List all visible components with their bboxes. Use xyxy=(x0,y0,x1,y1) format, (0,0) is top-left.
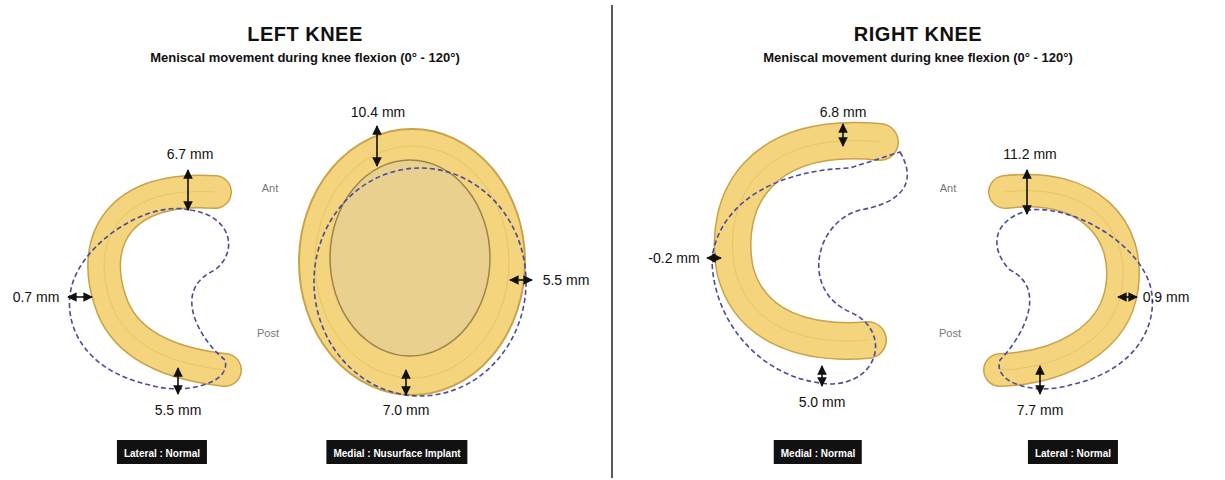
tag-text: Lateral : Normal xyxy=(1035,448,1111,459)
dimension-label: 10.4 mm xyxy=(351,104,405,120)
panel-divider xyxy=(611,5,613,478)
region-tag: Medial : Nusurface Implant xyxy=(326,440,467,464)
dimension-label: 5.5 mm xyxy=(155,402,202,418)
dimension-label: 5.0 mm xyxy=(799,394,846,410)
dimension-label: 7.0 mm xyxy=(383,402,430,418)
panel-subtitle: Meniscal movement during knee flexion (0… xyxy=(763,50,1072,65)
dimension-label: 11.2 mm xyxy=(1003,146,1056,162)
nusurface-implant xyxy=(299,129,525,395)
direction-label: Ant xyxy=(262,182,279,194)
dimension-label: -0.2 mm xyxy=(648,250,699,266)
direction-label: Ant xyxy=(940,182,957,194)
right-medial-meniscus xyxy=(733,141,880,341)
dimension-label: 0.9 mm xyxy=(1143,289,1190,305)
direction-label: Post xyxy=(939,327,961,339)
dimension-label: 5.5 mm xyxy=(543,272,590,288)
region-tag: Lateral : Normal xyxy=(1028,440,1118,464)
dimension-label: 6.8 mm xyxy=(820,104,867,120)
right-lateral-meniscus xyxy=(1000,191,1123,370)
panel-title: LEFT KNEE xyxy=(247,23,363,46)
panel-subtitle: Meniscal movement during knee flexion (0… xyxy=(150,50,459,65)
flexed-outline xyxy=(997,210,1153,389)
region-tag: Lateral : Normal xyxy=(117,440,207,464)
panel-title: RIGHT KNEE xyxy=(854,23,982,46)
dimension-arrows xyxy=(68,124,1137,395)
dimension-label: 0.7 mm xyxy=(13,289,60,305)
flexed-outline xyxy=(69,208,228,388)
region-tag: Medial : Normal xyxy=(774,440,862,464)
direction-label: Post xyxy=(257,327,279,339)
tag-text: Medial : Nusurface Implant xyxy=(333,448,460,459)
dimension-label: 6.7 mm xyxy=(167,146,214,162)
dimension-label: 7.7 mm xyxy=(1017,402,1064,418)
tag-text: Medial : Normal xyxy=(781,448,855,459)
flexed-outline xyxy=(314,168,526,396)
left-lateral-meniscus xyxy=(104,191,225,370)
tag-text: Lateral : Normal xyxy=(124,448,200,459)
flexed-outline xyxy=(712,152,907,384)
